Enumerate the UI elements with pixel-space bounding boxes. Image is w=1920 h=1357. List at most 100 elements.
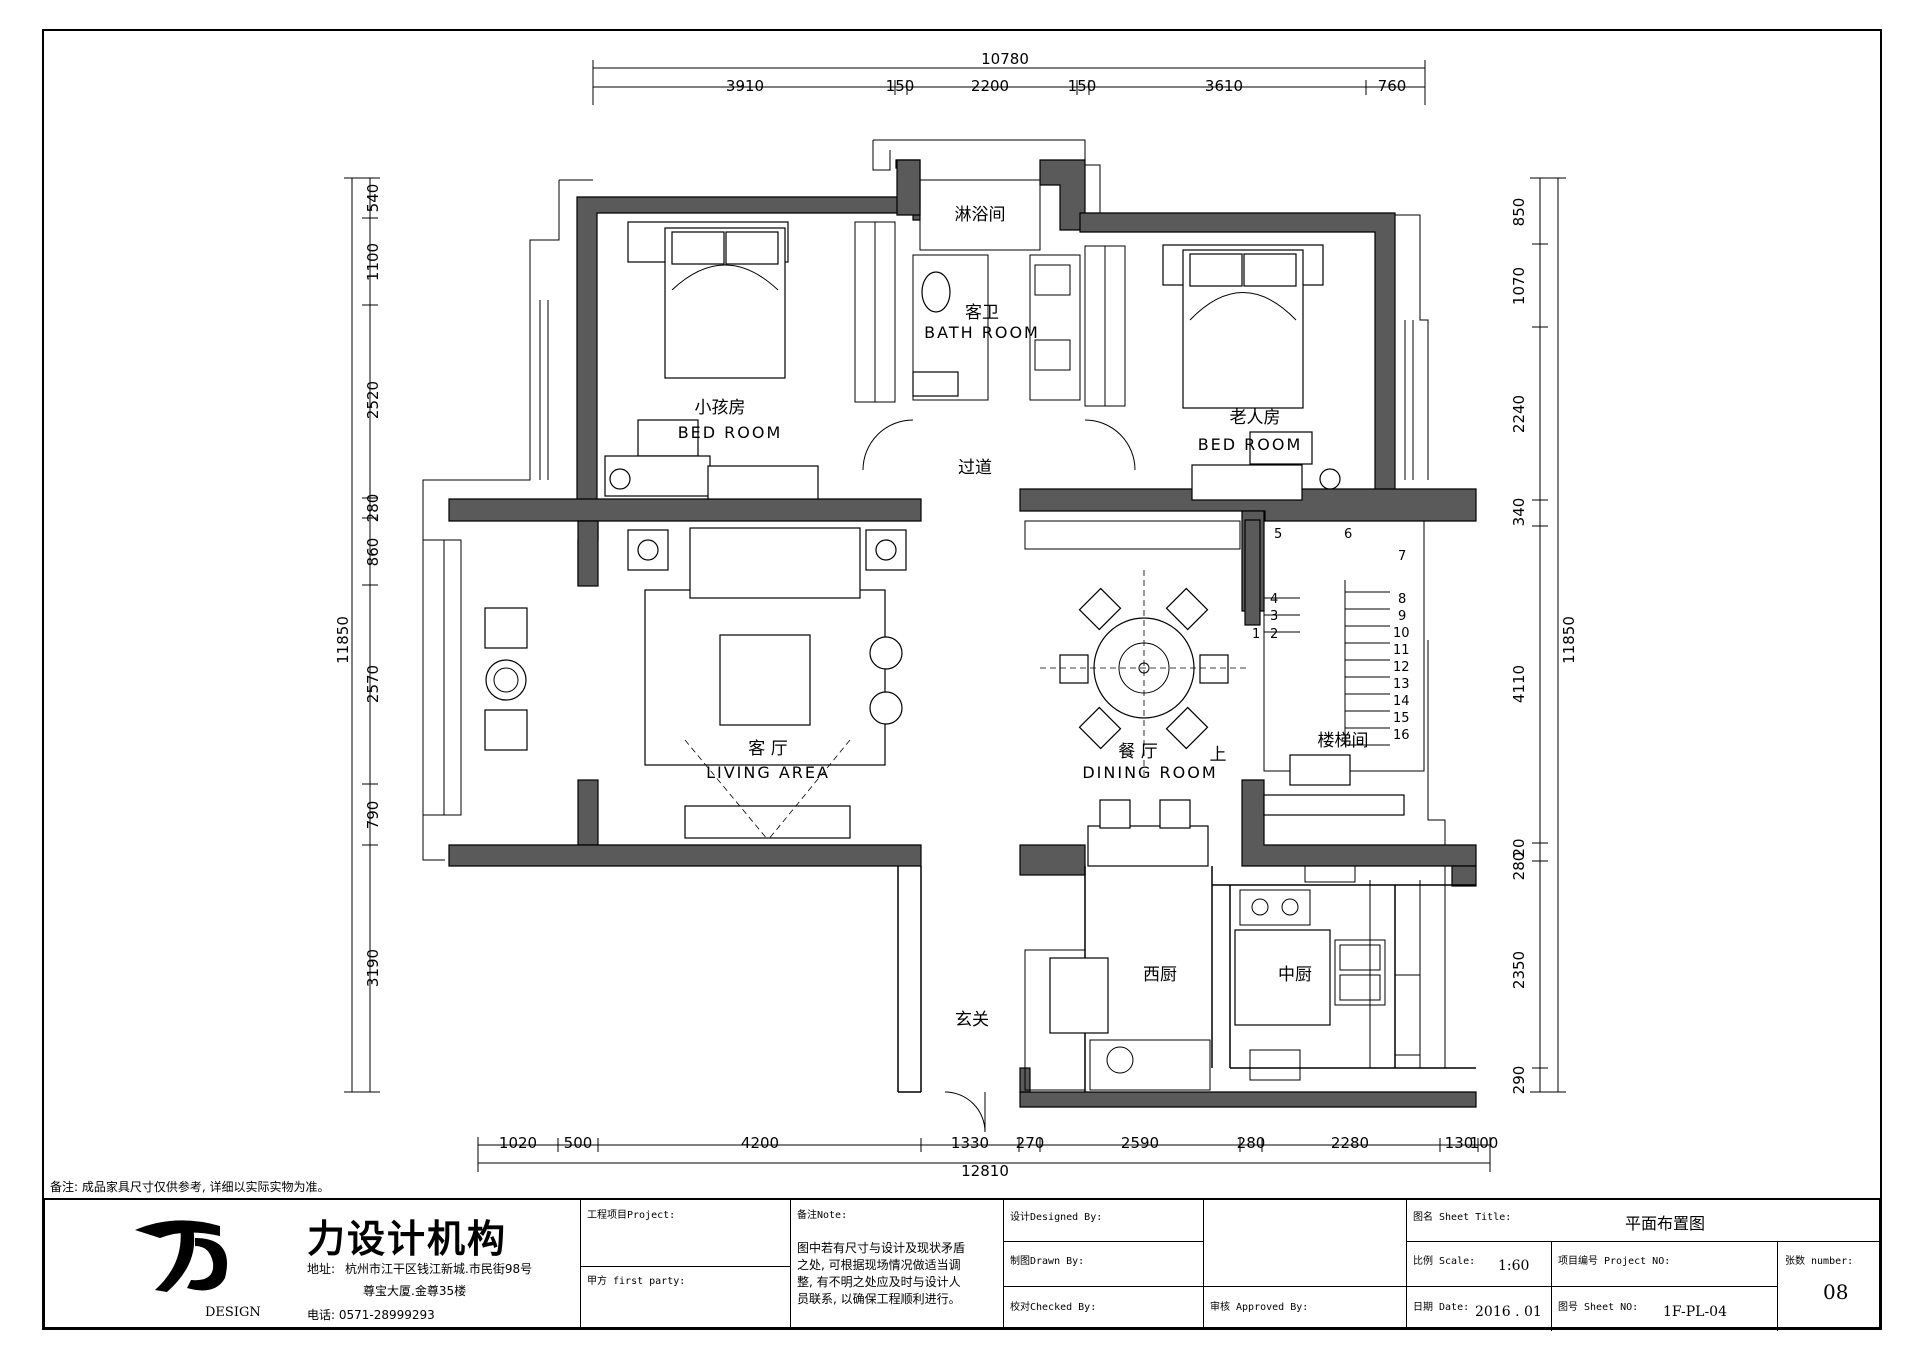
dim-bottom-4: 1330 [951, 1134, 989, 1152]
tb-logo-cell [45, 1200, 581, 1327]
dim-left-7: 790 [364, 801, 382, 830]
scale-label: 比例 Scale: [1413, 1256, 1476, 1267]
date-label: 日期 Date: [1413, 1302, 1470, 1313]
sheet-title: 平面布置图 [1625, 1214, 1706, 1233]
label-chinese-kitchen: 中厨 [1278, 965, 1312, 985]
dim-bottom-5: 270 [1016, 1134, 1045, 1152]
label-stairwell: 楼梯间 [1318, 731, 1369, 751]
phone: 电话: 0571-28999293 [307, 1308, 435, 1322]
note-text: 图中若有尺寸与设计及现状矛盾 之处, 可根据现场情况做适当调 整, 有不明之处应… [797, 1240, 965, 1308]
dim-right-5: 4110 [1510, 665, 1528, 703]
stair-numbers: 5 6 7 4 3 1 2 8 9 10 11 12 13 14 15 16 [1252, 527, 1410, 743]
dim-left-2: 1100 [364, 243, 382, 281]
sheet-no-label: 图号 Sheet NO: [1558, 1302, 1639, 1313]
label-guest-bath-en: BATH ROOM [924, 323, 1040, 342]
dim-right-6: 20 [1510, 838, 1528, 857]
dim-right-2: 1070 [1510, 267, 1528, 305]
dim-right-4: 340 [1510, 498, 1528, 527]
label-foyer: 玄关 [955, 1010, 989, 1030]
dim-left-1: 540 [364, 184, 382, 213]
dim-bottom-8: 2280 [1331, 1134, 1369, 1152]
dim-left-8: 3190 [364, 949, 382, 987]
drawn-label: 制图Drawn By: [1010, 1256, 1085, 1267]
dim-bottom-3: 4200 [741, 1134, 779, 1152]
walls [448, 159, 1477, 1108]
date-value: 2016 . 01 [1475, 1304, 1542, 1320]
dim-left-3: 2520 [364, 381, 382, 419]
address-line-1: 杭州市江干区钱江新城.市民街98号 [345, 1262, 533, 1276]
stair-number: 5 [1274, 527, 1282, 542]
dim-bottom-9: 130 [1445, 1134, 1474, 1152]
living-furniture [627, 527, 907, 841]
drawing-frame [42, 29, 1882, 1330]
dim-top-3: 2200 [971, 77, 1009, 95]
dimension-texts: 10780 3910 150 2200 150 3610 760 12810 1… [334, 50, 1578, 1180]
stair-number: 2 [1270, 627, 1278, 642]
bed-right [1162, 244, 1324, 409]
dim-bottom-1: 1020 [499, 1134, 537, 1152]
title-block: DESIGN 力设计机构 地址: 杭州市江干区钱江新城.市民街98号 尊宝大厦.… [43, 1198, 1881, 1331]
tb-design-cell [1004, 1200, 1204, 1327]
scale-value: 1:60 [1498, 1258, 1530, 1274]
sheet-title-label: 图名 Sheet Title: [1413, 1212, 1512, 1223]
dim-top-6: 760 [1378, 77, 1407, 95]
logo-text: DESIGN [205, 1305, 261, 1320]
count-label: 张数 number: [1785, 1256, 1854, 1267]
dim-right-total: 11850 [1560, 616, 1578, 664]
dim-bottom-2: 500 [564, 1134, 593, 1152]
stair-number: 7 [1398, 549, 1406, 564]
sheet-no-value: 1F-PL-04 [1663, 1304, 1727, 1320]
stair-number: 16 [1393, 728, 1410, 743]
label-corridor: 过道 [958, 458, 992, 478]
company-logo [125, 1208, 245, 1298]
project-label: 工程项目Project: [587, 1210, 676, 1221]
wardrobes [854, 221, 1126, 407]
stair-number: 13 [1393, 677, 1410, 692]
staircase [1263, 520, 1425, 816]
bedroom-furniture [604, 419, 1341, 501]
dim-top-total: 10780 [981, 50, 1029, 68]
note-line: 图中若有尺寸与设计及现状矛盾 [797, 1241, 966, 1255]
note-line: 整, 有不明之处应及时与设计人 [797, 1275, 961, 1289]
stair-number: 10 [1393, 626, 1410, 641]
doors [862, 419, 1136, 1133]
furniture-note: 备注: 成品家具尺寸仅供参考, 详细以实际实物为准。 [50, 1180, 330, 1194]
tb-note-cell [791, 1200, 1004, 1327]
dining-cabinet [1024, 520, 1241, 550]
tb-approve-cell [1204, 1200, 1407, 1327]
tb-project-cell [581, 1200, 791, 1327]
stair-number: 15 [1393, 711, 1410, 726]
label-stair-up: 上 [1210, 745, 1227, 765]
note-label: 备注Note: [797, 1210, 848, 1221]
label-shower: 淋浴间 [955, 205, 1006, 225]
designed-label: 设计Designed By: [1010, 1212, 1103, 1223]
dim-right-7: 280 [1510, 852, 1528, 881]
label-western-kitchen: 西厨 [1143, 965, 1177, 985]
stair-number: 14 [1393, 694, 1410, 709]
dim-bottom-7: 280 [1237, 1134, 1266, 1152]
approved-label: 审核 Approved By: [1210, 1302, 1309, 1313]
stair-number: 8 [1398, 592, 1406, 607]
stair-number: 4 [1270, 592, 1278, 607]
address-label: 地址: [307, 1262, 336, 1276]
label-dining-en: DINING ROOM [1082, 763, 1217, 782]
count-value: 08 [1823, 1280, 1849, 1304]
dim-bottom-6: 2590 [1121, 1134, 1159, 1152]
dining-furniture [1040, 570, 1250, 867]
dim-right-3: 2240 [1510, 395, 1528, 433]
dim-bottom-total: 12810 [961, 1162, 1009, 1180]
bed-left [627, 221, 789, 379]
note-line: 之处, 可根据现场情况做适当调 [797, 1258, 961, 1272]
dim-left-5: 860 [364, 538, 382, 567]
dim-top-4: 150 [1068, 77, 1097, 95]
address-line-2: 尊宝大厦.金尊35楼 [363, 1284, 467, 1298]
party-label: 甲方 first party: [587, 1276, 686, 1287]
dimension-lines [344, 60, 1566, 1172]
label-elder-bedroom-en: BED ROOM [1198, 435, 1303, 454]
label-kids-bedroom: 小孩房 [695, 398, 746, 418]
stair-number: 6 [1344, 527, 1352, 542]
dim-bottom-10: 100 [1470, 1134, 1499, 1152]
structure-lines [897, 866, 1476, 1093]
room-labels: 小孩房 BED ROOM 老人房 BED ROOM 淋浴间 客卫 BATH RO… [678, 205, 1369, 1030]
